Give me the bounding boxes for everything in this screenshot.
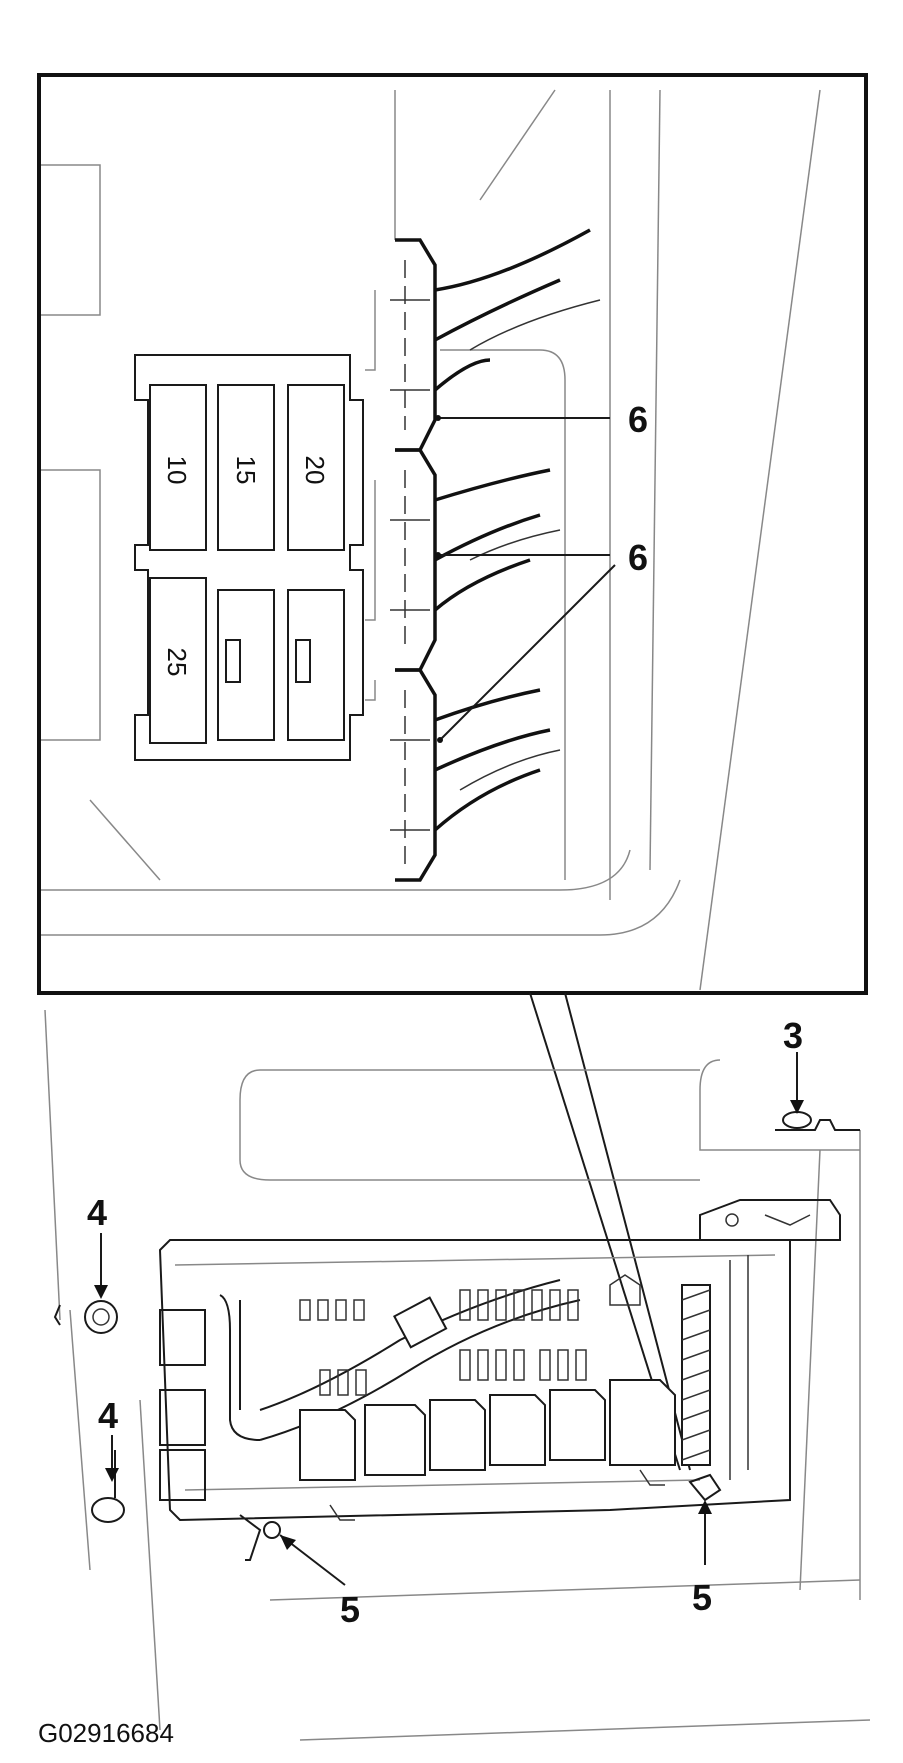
- panel-outline: [479, 89, 556, 201]
- relay: [489, 1394, 546, 1466]
- inset-detail: 10 15 20 25: [37, 73, 868, 995]
- fastener-5-left: [239, 1504, 355, 1561]
- leader-arrow: [790, 1100, 804, 1114]
- fuse-slot-10: [149, 384, 207, 551]
- leader-arrow: [105, 1468, 119, 1482]
- fuse-label-15: 15: [231, 456, 261, 485]
- leader-arrow: [280, 1535, 296, 1550]
- panel-outline: [41, 164, 101, 316]
- panel-outline: [41, 849, 631, 891]
- callout-5-left: 5: [340, 1589, 360, 1630]
- fuse-slot-25: [149, 577, 207, 744]
- fuse-label-20: 20: [300, 456, 330, 485]
- panel-outline: [41, 879, 681, 936]
- fuse-slot-empty: [217, 589, 275, 741]
- leader-arrow: [698, 1500, 712, 1514]
- fuse-label-10: 10: [162, 456, 192, 485]
- panel-edge: [44, 1009, 61, 1321]
- fuse-terminal: [295, 639, 311, 683]
- relay: [299, 1409, 356, 1481]
- fuse-terminal: [225, 639, 241, 683]
- connector-lower: [390, 668, 437, 882]
- clip-4-upper: [53, 1300, 118, 1334]
- harness-clip: [393, 1296, 448, 1349]
- clip-4-lower: [91, 1450, 125, 1523]
- leader-line-6: [439, 564, 616, 741]
- panel-outline: [89, 799, 161, 881]
- connector-block: [681, 1255, 749, 1480]
- wire-harness: [433, 228, 601, 832]
- panel-edge: [299, 1719, 871, 1741]
- panel-outline: [649, 89, 661, 871]
- tray-inner-edge: [174, 1254, 776, 1266]
- main-view: 3 4 4 5 5: [44, 1009, 871, 1741]
- panel-edge: [699, 1059, 860, 1151]
- harness-route: [259, 1279, 561, 1411]
- bracket-detail: [764, 1214, 811, 1226]
- fuse-box-tray: [158, 1239, 791, 1522]
- bracket-hole: [725, 1213, 739, 1227]
- panel-edge: [269, 1579, 861, 1601]
- relay: [609, 1379, 676, 1466]
- fuse-slot-20: [287, 384, 345, 551]
- relay: [364, 1404, 426, 1476]
- mounting-bracket: [699, 1199, 841, 1241]
- side-block: [159, 1309, 206, 1366]
- callout-5-right: 5: [692, 1577, 712, 1618]
- harness-route: [219, 1294, 261, 1441]
- leader-arrow: [94, 1285, 108, 1299]
- connector-bracket: [365, 680, 376, 701]
- connector-bracket: [365, 480, 376, 621]
- fuse-label-25: 25: [162, 648, 192, 677]
- relay: [429, 1399, 486, 1471]
- callout-6-lower: 6: [628, 537, 648, 578]
- fuse-slot-15: [217, 384, 275, 551]
- callout-4-upper: 4: [87, 1192, 107, 1233]
- side-block: [159, 1449, 206, 1501]
- panel-edge: [69, 1309, 91, 1571]
- relay: [549, 1389, 606, 1461]
- panel-edge: [139, 1399, 161, 1731]
- callout-3: 3: [783, 1015, 803, 1056]
- fuse-rows: [299, 1274, 641, 1396]
- leader-dot: [435, 552, 441, 558]
- panel-edge: [799, 1149, 821, 1591]
- callout-6-upper: 6: [628, 399, 648, 440]
- panel-edge: [239, 1069, 700, 1181]
- fastener-5-right: [639, 1469, 722, 1502]
- relay-row: [299, 1379, 676, 1481]
- callout-4-lower: 4: [98, 1395, 118, 1436]
- figure-id: G02916684: [38, 1718, 174, 1748]
- panel-outline: [699, 89, 821, 991]
- fuse-slot-empty: [287, 589, 345, 741]
- leader-dot: [435, 415, 441, 421]
- panel-outline: [440, 349, 566, 880]
- panel-outline: [41, 469, 101, 741]
- screw-3: [775, 1111, 860, 1131]
- leader-dot: [437, 737, 443, 743]
- connector-bracket: [365, 290, 376, 371]
- side-block: [159, 1389, 206, 1446]
- tray-inner-edge: [184, 1479, 701, 1491]
